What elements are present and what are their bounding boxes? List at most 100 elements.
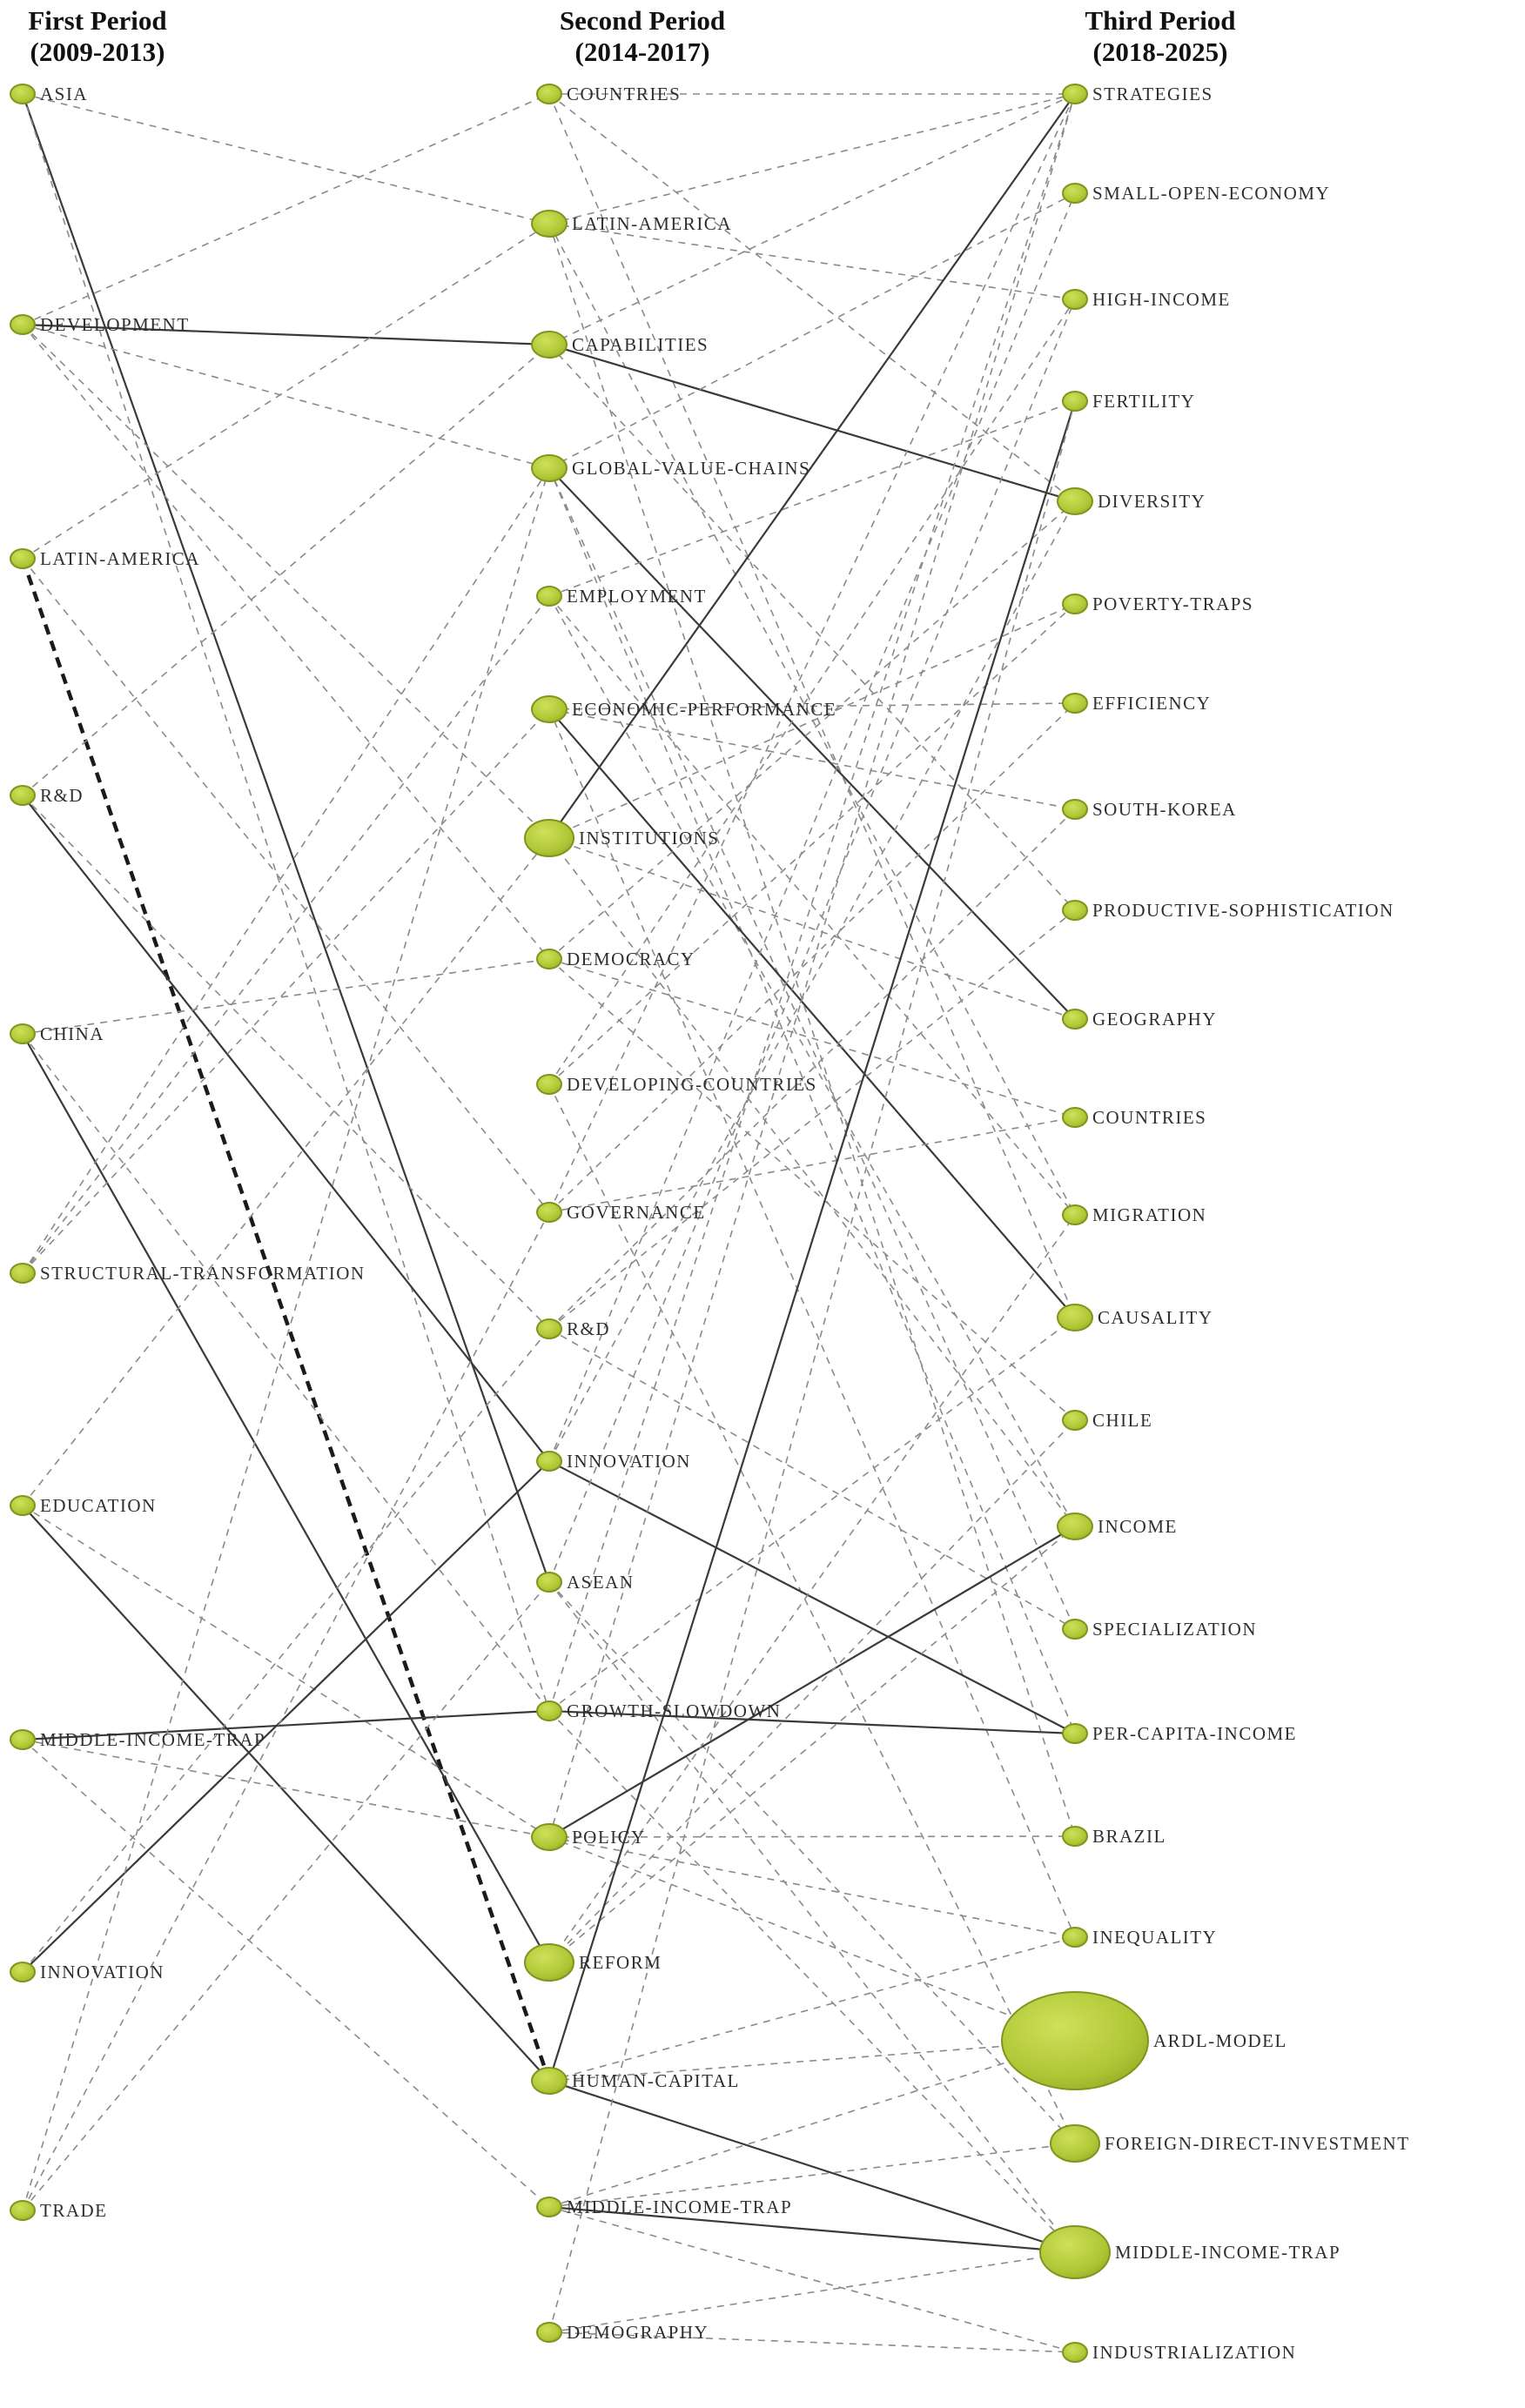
edge-economic-performance--efficiency — [548, 702, 1076, 710]
edge-asia--asean — [21, 93, 551, 1583]
node-c2-governance[interactable] — [536, 1202, 562, 1223]
edge-governance--countries — [548, 1117, 1076, 1213]
edge-structural-transformation--global-value-chains — [22, 467, 550, 1274]
node-c1-r-d[interactable] — [10, 785, 36, 806]
edge-china--democracy — [22, 958, 550, 1035]
node-c3-fertility[interactable] — [1062, 391, 1088, 412]
node-c1-innovation[interactable] — [10, 1962, 36, 1982]
node-c3-productive-sophistication[interactable] — [1062, 900, 1088, 921]
node-c3-south-korea[interactable] — [1062, 799, 1088, 820]
node-c2-innovation[interactable] — [536, 1451, 562, 1472]
node-c2-global-value-chains[interactable] — [531, 454, 568, 482]
node-c2-economic-performance[interactable] — [531, 695, 568, 723]
node-c3-chile[interactable] — [1062, 1410, 1088, 1431]
edge-latin-america--brazil — [548, 223, 1076, 1837]
node-label-c2-r-d: R&D — [567, 1318, 610, 1339]
node-c3-foreign-direct-investment[interactable] — [1050, 2124, 1100, 2163]
node-c3-migration[interactable] — [1062, 1204, 1088, 1225]
node-label-c2-developing-countries: DEVELOPING-COUNTRIES — [567, 1074, 817, 1095]
node-label-c3-high-income: HIGH-INCOME — [1092, 289, 1231, 310]
node-c3-middle-income-trap[interactable] — [1039, 2225, 1111, 2279]
node-label-c2-policy: POLICY — [572, 1827, 646, 1848]
edge-latin-america--human-capital — [20, 558, 552, 2082]
node-c1-middle-income-trap[interactable] — [10, 1729, 36, 1750]
node-c2-institutions[interactable] — [524, 819, 574, 857]
edge-education--human-capital — [22, 1505, 550, 2082]
node-c3-countries[interactable] — [1062, 1107, 1088, 1128]
node-label-c2-demography: DEMOGRAPHY — [567, 2322, 709, 2343]
node-label-c3-inequality: INEQUALITY — [1092, 1927, 1217, 1948]
node-c1-latin-america[interactable] — [10, 548, 36, 569]
node-c3-high-income[interactable] — [1062, 289, 1088, 310]
column-header-3-title: Third Period — [1085, 5, 1235, 36]
node-c3-geography[interactable] — [1062, 1009, 1088, 1030]
node-c2-demography[interactable] — [536, 2322, 562, 2343]
node-label-c2-growth-slowdown: GROWTH-SLOWDOWN — [567, 1700, 781, 1721]
edge-innovation--innovation — [22, 1460, 550, 1973]
node-c1-education[interactable] — [10, 1495, 36, 1516]
node-c3-industrialization[interactable] — [1062, 2342, 1088, 2363]
edge-growth-slowdown--strategies — [548, 93, 1076, 1712]
node-c3-poverty-traps[interactable] — [1062, 594, 1088, 614]
node-c2-r-d[interactable] — [536, 1318, 562, 1339]
node-label-c2-employment: EMPLOYMENT — [567, 586, 707, 607]
node-c2-countries[interactable] — [536, 84, 562, 104]
node-label-c3-strategies: STRATEGIES — [1092, 84, 1213, 104]
headers-layer: First Period(2009-2013)Second Period(201… — [28, 5, 1235, 67]
node-c3-per-capita-income[interactable] — [1062, 1723, 1088, 1744]
edge-employment--income — [548, 595, 1076, 1527]
node-label-c1-r-d: R&D — [40, 785, 84, 806]
node-c2-policy[interactable] — [531, 1823, 568, 1851]
node-c2-latin-america[interactable] — [531, 210, 568, 238]
edge-reform--income — [548, 1526, 1076, 1963]
node-c3-causality[interactable] — [1057, 1304, 1093, 1331]
node-c2-human-capital[interactable] — [531, 2067, 568, 2095]
edge-development--capabilities — [22, 323, 550, 346]
column-header-1-period: (2009-2013) — [30, 37, 165, 67]
edge-democracy--diversity — [548, 500, 1076, 960]
edge-capabilities--diversity — [548, 343, 1076, 503]
edge-middle-income-trap--middle-income-trap — [548, 2205, 1076, 2254]
edge-human-capital--fertility — [548, 400, 1077, 2082]
node-c3-income[interactable] — [1057, 1513, 1093, 1540]
node-label-c2-economic-performance: ECONOMIC-PERFORMANCE — [572, 699, 836, 720]
edge-policy--income — [548, 1526, 1076, 1838]
node-label-c1-middle-income-trap: MIDDLE-INCOME-TRAP — [40, 1729, 265, 1750]
node-c1-development[interactable] — [10, 314, 36, 335]
edge-innovation--diversity — [548, 500, 1076, 1462]
node-label-c3-brazil: BRAZIL — [1092, 1826, 1166, 1847]
column-header-3-period: (2018-2025) — [1093, 37, 1228, 67]
node-label-c1-development: DEVELOPMENT — [40, 314, 190, 335]
node-c1-structural-transformation[interactable] — [10, 1263, 36, 1284]
node-c3-strategies[interactable] — [1062, 84, 1088, 104]
node-c2-growth-slowdown[interactable] — [536, 1700, 562, 1721]
node-c2-capabilities[interactable] — [531, 331, 568, 359]
node-c2-middle-income-trap[interactable] — [536, 2197, 562, 2217]
node-c3-inequality[interactable] — [1062, 1927, 1088, 1948]
node-c1-trade[interactable] — [10, 2200, 36, 2221]
node-c3-diversity[interactable] — [1057, 487, 1093, 515]
node-c3-brazil[interactable] — [1062, 1826, 1088, 1847]
node-c2-employment[interactable] — [536, 586, 562, 607]
nodes-layer: ASIADEVELOPMENTLATIN-AMERICAR&DCHINASTRU… — [10, 84, 1408, 2363]
node-c3-efficiency[interactable] — [1062, 693, 1088, 714]
node-c3-specialization[interactable] — [1062, 1619, 1088, 1640]
edge-structural-transformation--economic-performance — [22, 708, 550, 1274]
node-label-c3-industrialization: INDUSTRIALIZATION — [1092, 2342, 1296, 2363]
node-label-c3-poverty-traps: POVERTY-TRAPS — [1092, 594, 1253, 614]
node-c3-ardl-model[interactable] — [1001, 1991, 1149, 2090]
edge-reform--migration — [548, 1214, 1076, 1963]
node-c2-democracy[interactable] — [536, 949, 562, 969]
node-label-c2-global-value-chains: GLOBAL-VALUE-CHAINS — [572, 458, 810, 479]
node-c1-china[interactable] — [10, 1023, 36, 1044]
edge-education--policy — [22, 1505, 550, 1838]
node-c2-asean[interactable] — [536, 1572, 562, 1593]
node-c2-reform[interactable] — [524, 1943, 574, 1982]
node-c3-small-open-economy[interactable] — [1062, 183, 1088, 204]
node-c2-developing-countries[interactable] — [536, 1074, 562, 1095]
edge-global-value-chains--per-capita-income — [548, 467, 1076, 1734]
edge-trade--asean — [22, 1581, 550, 2211]
node-c1-asia[interactable] — [10, 84, 36, 104]
edge-trade--global-value-chains — [22, 467, 550, 2211]
edge-global-value-chains--geography — [548, 467, 1076, 1020]
